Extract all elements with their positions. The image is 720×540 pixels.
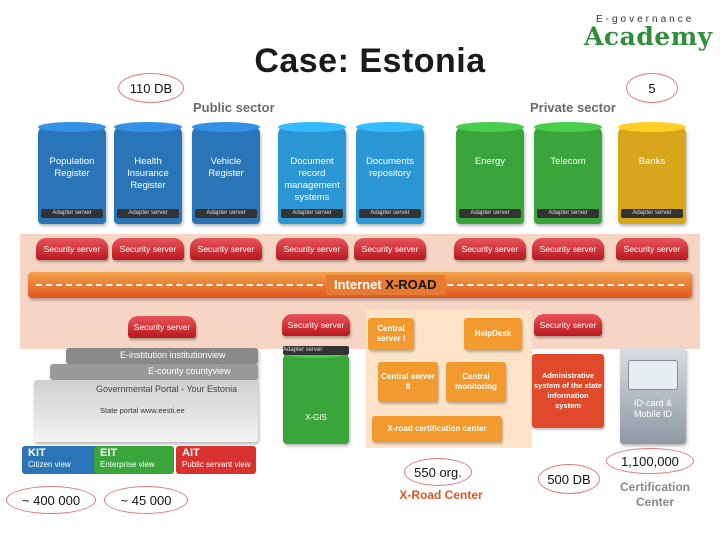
- portal-county-card: [50, 364, 258, 380]
- xgis-cylinder: X-GIS: [283, 352, 349, 444]
- academy-logo: Academy: [584, 22, 713, 51]
- database-label: Vehicle Register: [208, 156, 244, 179]
- portal-institution-label: E-institution institutionview: [120, 350, 226, 360]
- government-portal-label: Governmental Portal - Your Estonia: [96, 384, 238, 394]
- adapter-server: Adapter server: [459, 209, 521, 218]
- callout-org-count: 550 org.: [404, 458, 472, 486]
- adapter-server: Adapter server: [359, 209, 421, 218]
- id-card-icon: [628, 360, 678, 390]
- security-server: Security server: [190, 238, 262, 260]
- security-server: Security server: [354, 238, 426, 260]
- security-server-xgis: Security server: [282, 314, 350, 336]
- security-server: Security server: [532, 238, 604, 260]
- database-label: Document record management systems: [284, 156, 340, 203]
- callout-enterprises: ~ 45 000: [104, 486, 188, 514]
- adapter-server: Adapter server: [281, 209, 343, 218]
- private-sector-label: Private sector: [530, 100, 616, 115]
- adapter-server: Adapter server: [537, 209, 599, 218]
- database-label: Telecom: [550, 156, 586, 167]
- adapter-xgis: Adapter server: [283, 346, 349, 355]
- view-code: AIT: [182, 447, 200, 459]
- callout-center-db: 500 DB: [538, 464, 600, 494]
- security-server: Security server: [276, 238, 348, 260]
- xroad-label: Internet X-ROAD: [326, 275, 445, 295]
- database-label: Population Register: [49, 156, 95, 179]
- xroad-bus: Internet X-ROAD: [28, 272, 692, 298]
- view-code: KIT: [28, 447, 46, 459]
- security-server: Security server: [36, 238, 108, 260]
- page-title: Case: Estonia: [254, 42, 486, 80]
- central-server-1: Central server I: [368, 318, 414, 350]
- xroad-center-label: X-Road Center: [399, 488, 483, 502]
- view-code: EIT: [100, 447, 118, 459]
- security-server: Security server: [616, 238, 688, 260]
- id-card-label: ID-card & Mobile ID: [633, 398, 672, 419]
- xroad-certification-center: X-road certification center: [372, 416, 502, 442]
- government-portal-card: [34, 380, 258, 442]
- callout-public-db: 110 DB: [118, 73, 184, 103]
- state-portal-label: State portal www.eesti.ee: [100, 406, 185, 415]
- database-label: Banks: [638, 156, 666, 167]
- adapter-server: Adapter server: [621, 209, 683, 218]
- central-monitoring: Central monitoring: [446, 362, 506, 402]
- helpdesk-box: HelpDesk: [464, 318, 522, 350]
- database-label: Health Insurance Register: [127, 156, 169, 191]
- adapter-server: Adapter server: [41, 209, 103, 218]
- security-server-admin: Security server: [534, 314, 602, 336]
- public-sector-label: Public sector: [193, 100, 275, 115]
- view-subtitle: Enterprise view: [100, 460, 155, 469]
- central-server-2: Central server II: [378, 362, 438, 402]
- callout-id-users: 1,100,000: [606, 448, 694, 474]
- portal-county-label: E-county countyview: [148, 366, 231, 376]
- adapter-server: Adapter server: [117, 209, 179, 218]
- security-server-portal: Security server: [128, 316, 196, 338]
- logo-top-text: E-governance: [596, 14, 695, 25]
- view-subtitle: Public servant view: [182, 460, 251, 469]
- portal-institution-card: [66, 348, 258, 364]
- database-label: Documents repository: [365, 156, 415, 179]
- callout-private-db: 5: [626, 73, 678, 103]
- database-label: Energy: [474, 156, 506, 167]
- administrative-system: Administrative system of the state infor…: [532, 354, 604, 428]
- callout-citizens: ~ 400 000: [6, 486, 96, 514]
- security-server: Security server: [112, 238, 184, 260]
- certification-center-label: Certification Center: [619, 480, 690, 509]
- adapter-server: Adapter server: [195, 209, 257, 218]
- view-subtitle: Citizen view: [28, 460, 71, 469]
- security-server: Security server: [454, 238, 526, 260]
